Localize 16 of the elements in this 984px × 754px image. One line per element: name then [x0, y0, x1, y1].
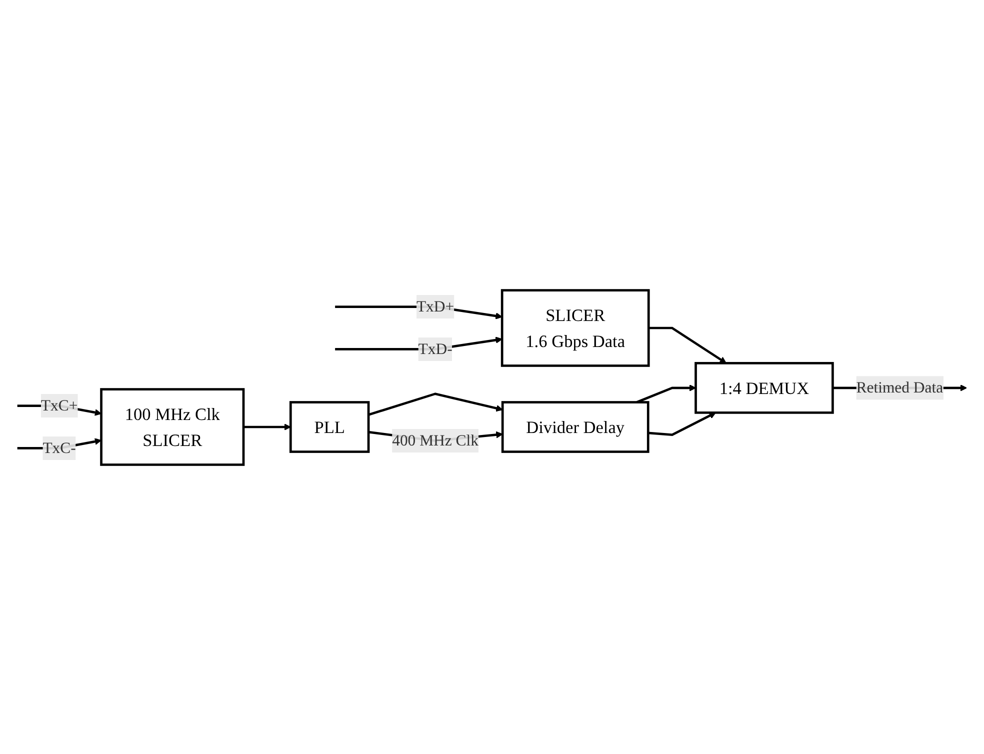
edge-label: TxC+: [40, 396, 78, 414]
arrow: [648, 326, 726, 363]
edge-label: TxC-: [42, 439, 76, 456]
edge-label: TxD-: [418, 340, 452, 358]
edge-label: 400 MHz Clk: [392, 432, 479, 449]
node-box: 100 MHz Clk SLICER: [100, 388, 245, 466]
node-box: SLICER 1.6 Gbps Data: [500, 288, 650, 366]
arrow: [636, 384, 696, 403]
node-box: Divider Delay: [501, 400, 650, 452]
edge-label: Retimed Data: [856, 378, 944, 396]
arrow: [648, 412, 716, 436]
arrow: [368, 392, 503, 416]
node-box: PLL: [289, 400, 370, 452]
edge-label: TxD+: [416, 298, 454, 315]
arrow: [243, 423, 291, 430]
node-box: 1:4 DEMUX: [694, 361, 834, 414]
